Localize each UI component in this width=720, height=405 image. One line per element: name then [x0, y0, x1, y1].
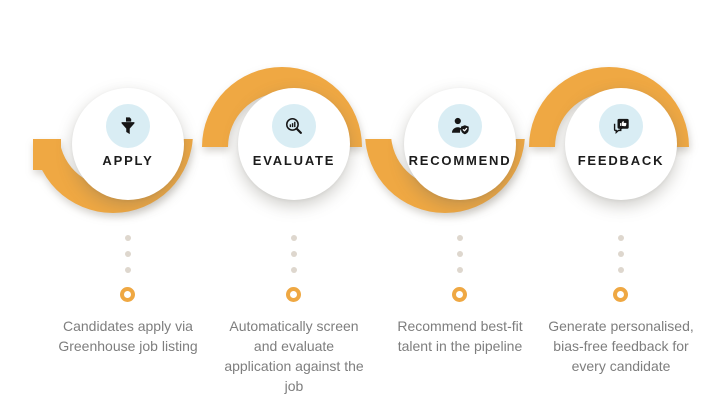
step-label-recommend: RECOMMEND: [408, 153, 512, 168]
step-circle-evaluate: EVALUATE: [238, 88, 350, 200]
connector-ring: [613, 287, 628, 302]
connector-dot: [457, 235, 463, 241]
connector-dot: [457, 251, 463, 257]
magnifier-chart-icon: [272, 104, 316, 148]
step-label-evaluate: EVALUATE: [252, 153, 336, 168]
step-circle-recommend: RECOMMEND: [404, 88, 516, 200]
funnel-document-icon: [106, 104, 150, 148]
step-description-evaluate: Automatically screen and evaluate applic…: [224, 318, 364, 394]
connector-dot: [125, 267, 131, 273]
step-description-feedback: Generate personalised, bias-free feedbac…: [548, 318, 694, 374]
connector-ring: [120, 287, 135, 302]
user-shield-icon: [438, 104, 482, 148]
connector-dot: [457, 267, 463, 273]
connector-dot: [125, 235, 131, 241]
connector-ring: [452, 287, 467, 302]
connector-dot: [618, 235, 624, 241]
connector-dot: [291, 235, 297, 241]
step-circle-apply: APPLY: [72, 88, 184, 200]
connector-dot: [291, 267, 297, 273]
connector-dot: [125, 251, 131, 257]
step-label-feedback: FEEDBACK: [577, 153, 665, 168]
connector-dot: [618, 267, 624, 273]
thumbs-up-feedback-icon: [599, 104, 643, 148]
connector-dot: [618, 251, 624, 257]
connector-ring: [286, 287, 301, 302]
step-circle-feedback: FEEDBACK: [565, 88, 677, 200]
step-description-recommend: Recommend best-fit talent in the pipelin…: [397, 318, 523, 354]
connector-dot: [291, 251, 297, 257]
ribbon-top-arcs: [202, 67, 689, 147]
step-description-apply: Candidates apply via Greenhouse job list…: [58, 318, 198, 354]
ribbon-bottom-arcs: [33, 139, 525, 213]
step-label-apply: APPLY: [102, 153, 154, 168]
